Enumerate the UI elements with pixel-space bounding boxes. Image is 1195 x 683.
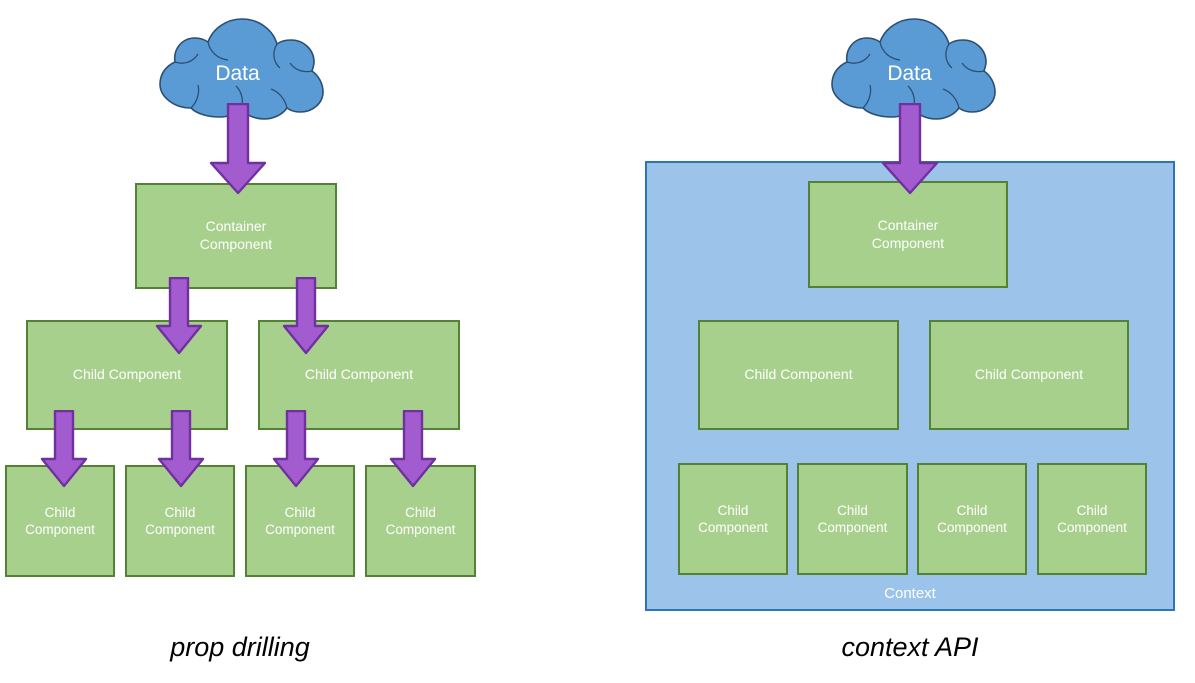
child-component-leaf-2-right[interactable]: Child Component xyxy=(797,463,908,575)
cloud-icon xyxy=(831,18,996,120)
arrow-cloud-to-container-left xyxy=(209,103,267,195)
caption-context-api: context API xyxy=(841,632,979,662)
context-api-panel: Data Context Container Component Child C… xyxy=(600,0,1195,683)
child-component-leaf-4-right[interactable]: Child Component xyxy=(1037,463,1147,575)
child-component-leaf-1-right[interactable]: Child Component xyxy=(678,463,788,575)
prop-drilling-panel: Data Container Component Child Component… xyxy=(5,16,476,662)
arrow-container-to-child-1-left xyxy=(155,277,203,355)
child-component-mid-2-left[interactable]: Child Component xyxy=(258,320,460,430)
container-component-left[interactable]: Container Component xyxy=(135,183,337,289)
caption-prop-drilling: prop drilling xyxy=(170,632,310,662)
cloud-label-right: Data xyxy=(887,62,932,85)
child-component-leaf-3-left[interactable]: Child Component xyxy=(245,465,355,577)
arrow-cloud-to-container-right xyxy=(881,103,939,195)
child-component-leaf-4-left[interactable]: Child Component xyxy=(365,465,476,577)
data-cloud-left: Data xyxy=(150,16,325,120)
child-component-leaf-1-left[interactable]: Child Component xyxy=(5,465,115,577)
child-component-mid-2-right[interactable]: Child Component xyxy=(929,320,1129,430)
container-component-right[interactable]: Container Component xyxy=(808,181,1008,288)
arrow-child-to-leaf-4-left xyxy=(389,410,437,488)
cloud-label-left: Data xyxy=(215,62,260,85)
data-cloud-right: Data xyxy=(822,16,997,120)
context-region-label: Context xyxy=(884,585,936,602)
arrow-child-to-leaf-3-left xyxy=(272,410,320,488)
arrow-child-to-leaf-2-left xyxy=(157,410,205,488)
arrow-container-to-child-2-left xyxy=(282,277,330,355)
cloud-icon xyxy=(159,18,324,120)
arrow-child-to-leaf-1-left xyxy=(40,410,88,488)
child-component-leaf-3-right[interactable]: Child Component xyxy=(917,463,1027,575)
child-component-mid-1-right[interactable]: Child Component xyxy=(698,320,899,430)
